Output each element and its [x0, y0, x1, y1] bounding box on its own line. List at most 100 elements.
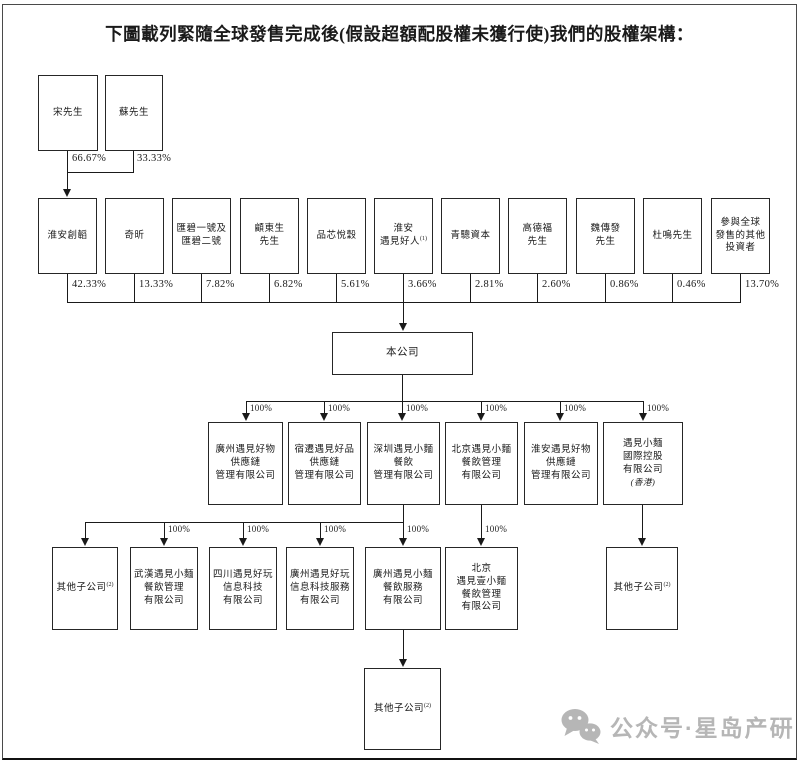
- connector-arrow: [398, 413, 406, 421]
- connector-line: [403, 630, 404, 660]
- connector-arrow: [556, 413, 564, 421]
- connector-line: [133, 151, 134, 172]
- ownership-percent: 100%: [250, 403, 273, 413]
- subsidiary-huaian-haowu: 淮安遇見好物供應鏈管理有限公司: [524, 422, 598, 505]
- connector-line: [320, 522, 321, 539]
- connector-arrow: [477, 413, 485, 421]
- connector-arrow: [399, 323, 407, 331]
- connector-line: [164, 522, 165, 539]
- shareholder-box-qixin: 奇昕: [105, 198, 164, 274]
- connector-line: [470, 274, 471, 302]
- ownership-percent: 33.33%: [137, 153, 172, 164]
- connector-line: [85, 522, 86, 539]
- ownership-percent: 3.66%: [408, 279, 437, 290]
- shareholder-box-mr-wei: 魏傳發先生: [576, 198, 635, 274]
- subsidiary-guangzhou-xiaomian-service: 廣州遇見小麵餐飲服務有限公司: [365, 547, 441, 630]
- connector-line: [403, 302, 404, 324]
- ownership-percent: 2.60%: [542, 279, 571, 290]
- shareholder-box-mr-gu: 顧東生先生: [240, 198, 299, 274]
- connector-arrow: [399, 659, 407, 667]
- ownership-percent: 100%: [247, 524, 270, 534]
- shareholder-box-qingcong-capital: 青驄資本: [441, 198, 500, 274]
- diagram-title: 下圖載列緊隨全球發售完成後(假設超額配股權未獲行使)我們的股權架構：: [105, 24, 694, 44]
- connector-line: [134, 274, 135, 302]
- connector-arrow: [160, 538, 168, 546]
- connector-line: [243, 522, 244, 539]
- subsidiary-shenzhen-xiaomian: 深圳遇見小麵餐飲管理有限公司: [367, 422, 440, 505]
- connector-arrow: [242, 413, 250, 421]
- subsidiary-wuhan-xiaomian: 武漢遇見小麵餐飲管理有限公司: [130, 547, 198, 630]
- ownership-percent: 6.82%: [274, 279, 303, 290]
- shareholder-box-mr-du: 杜鳴先生: [643, 198, 702, 274]
- connector-line: [643, 401, 644, 414]
- ownership-percent: 100%: [485, 524, 508, 534]
- shareholder-box-other-investors: 參與全球發售的其他投資者: [711, 198, 770, 274]
- connector-arrow: [81, 538, 89, 546]
- ownership-percent: 5.61%: [341, 279, 370, 290]
- ownership-percent: 42.33%: [72, 279, 107, 290]
- connector-arrow: [399, 538, 407, 546]
- connector-line: [402, 375, 403, 401]
- connector-arrow: [639, 413, 647, 421]
- shareholder-box-huaian-yujian-haoren: 淮安遇見好人(1): [374, 198, 433, 274]
- shareholder-box-huibi-funds: 匯碧一號及匯碧二號: [172, 198, 231, 274]
- ownership-percent: 66.67%: [72, 153, 107, 164]
- connector-line: [740, 274, 741, 302]
- connector-line: [246, 401, 247, 414]
- connector-line: [403, 522, 404, 539]
- ownership-percent: 100%: [406, 403, 429, 413]
- connector-line: [481, 401, 482, 414]
- wechat-icon: [561, 709, 601, 744]
- connector-line: [201, 274, 202, 302]
- other-subsidiaries-right: 其他子公司(2): [606, 547, 678, 630]
- box-mr-su: 蘇先生: [105, 75, 163, 151]
- connector-line: [246, 401, 644, 402]
- watermark: 公众号·星岛产研: [560, 708, 795, 744]
- ownership-percent: 100%: [647, 403, 670, 413]
- subsidiary-sichuan-haowan: 四川遇見好玩信息科技有限公司: [209, 547, 277, 630]
- subsidiary-beijing-yixiaomian: 北京遇見壹小麵餐飲管理有限公司: [445, 547, 518, 630]
- ownership-percent: 100%: [485, 403, 508, 413]
- ownership-percent: 100%: [564, 403, 587, 413]
- other-subsidiaries-left: 其他子公司(2): [52, 547, 118, 630]
- other-subsidiaries-bottom: 其他子公司(2): [364, 668, 441, 750]
- connector-arrow: [239, 538, 247, 546]
- connector-line: [605, 274, 606, 302]
- ownership-percent: 100%: [168, 524, 191, 534]
- connector-line: [269, 274, 270, 302]
- ownership-percent: 2.81%: [475, 279, 504, 290]
- connector-arrow: [477, 538, 485, 546]
- subsidiary-guangzhou-haowan: 廣州遇見好玩信息科技服務有限公司: [286, 547, 354, 630]
- ownership-percent: 0.46%: [677, 279, 706, 290]
- connector-line: [67, 302, 741, 303]
- page-border: [2, 4, 797, 760]
- connector-line: [537, 274, 538, 302]
- subsidiary-intl-holdings-hk: 遇見小麵國際控股有限公司 (香港): [603, 422, 683, 505]
- connector-arrow: [316, 538, 324, 546]
- subsidiary-guangzhou-haowu: 廣州遇見好物供應鏈管理有限公司: [208, 422, 283, 505]
- hk-note: (香港): [630, 477, 656, 488]
- connector-line: [560, 401, 561, 414]
- connector-line: [67, 151, 68, 190]
- subsidiary-beijing-xiaomian: 北京遇見小麵餐飲管理有限公司: [445, 422, 518, 505]
- shareholder-box-huaian-chuangtao: 淮安創韜: [38, 198, 97, 274]
- ownership-percent: 100%: [407, 524, 430, 534]
- box-mr-song: 宋先生: [38, 75, 98, 151]
- connector-arrow: [63, 189, 71, 197]
- company-box: 本公司: [332, 332, 473, 375]
- shareholder-box-pinxin-yuegu: 品芯悅穀: [307, 198, 366, 274]
- connector-line: [642, 505, 643, 539]
- connector-line: [672, 274, 673, 302]
- connector-arrow: [320, 413, 328, 421]
- connector-arrow: [638, 538, 646, 546]
- ownership-percent: 13.33%: [139, 279, 174, 290]
- subsidiary-name: 遇見小麵國際控股有限公司: [622, 439, 663, 475]
- ownership-percent: 100%: [324, 524, 347, 534]
- subsidiary-suqian-haopin: 宿遷遇見好品供應鏈管理有限公司: [288, 422, 361, 505]
- connector-line: [403, 274, 404, 302]
- shareholder-box-mr-gao: 高德福先生: [508, 198, 567, 274]
- connector-line: [402, 401, 403, 414]
- watermark-text: 公众号·星岛产研: [610, 715, 795, 741]
- connector-line: [67, 274, 68, 302]
